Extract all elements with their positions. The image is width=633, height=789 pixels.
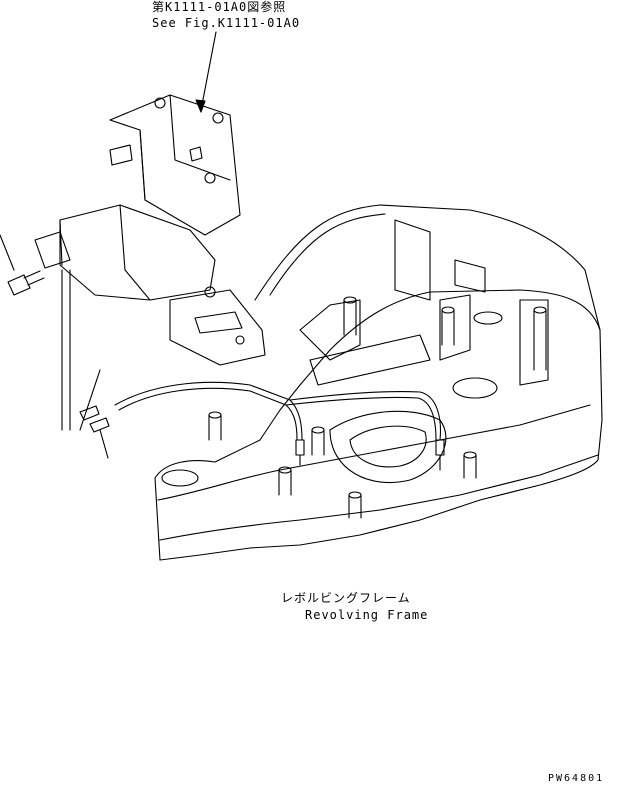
control-bracket [34, 94, 266, 366]
reference-arrow [195, 31, 217, 113]
hose-routing [114, 381, 442, 441]
frame-label-english: Revolving Frame [305, 608, 429, 622]
revolving-frame [154, 204, 603, 561]
reference-label-english: See Fig.K1111-01A0 [152, 16, 301, 30]
sensor-switch [7, 270, 45, 296]
drawing-code: PW64801 [548, 773, 605, 784]
frame-label-japanese: レボルビングフレーム [281, 591, 411, 605]
leader-lines [0, 234, 109, 459]
reference-label-japanese: 第K1111-01A0図参照 [152, 0, 287, 14]
hose-fittings [79, 405, 445, 471]
frame-bosses [208, 296, 547, 519]
